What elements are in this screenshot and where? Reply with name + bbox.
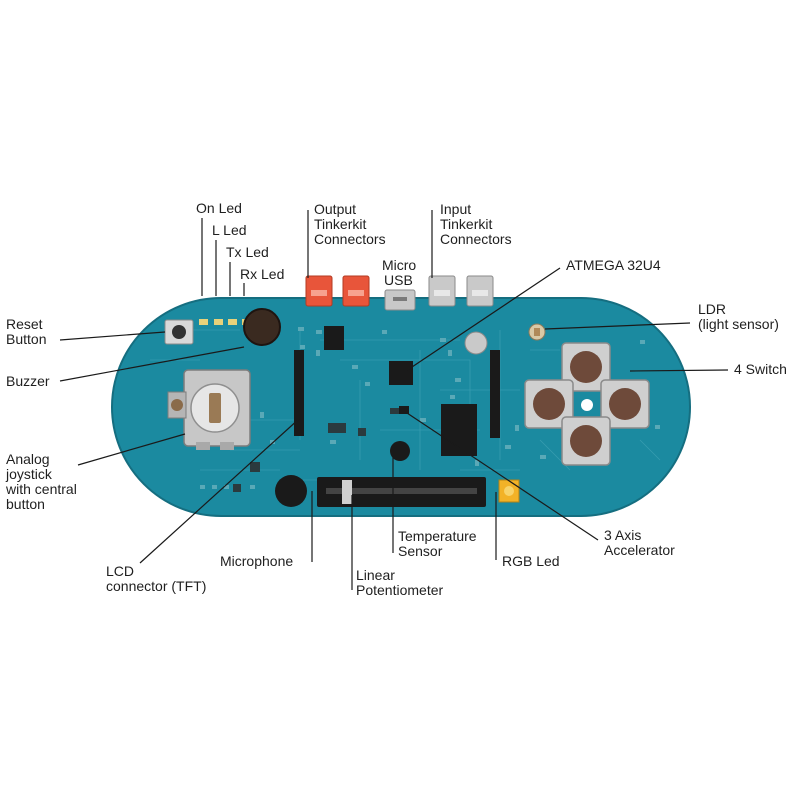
label-temperature-sensor: Temperature Sensor [398, 528, 480, 559]
label-input-tinkerkit: Input Tinkerkit Connectors [440, 201, 512, 247]
label-reset-button: Reset Button [6, 316, 46, 347]
label-microphone: Microphone [220, 553, 293, 569]
labels: On Led L Led Tx Led Rx Led Output Tinker… [5, 200, 787, 598]
dark-components [233, 408, 400, 492]
input-tinkerkit-connectors [428, 275, 494, 307]
label-lcd-connector: LCD connector (TFT) [106, 563, 206, 594]
icsp-header [324, 326, 344, 350]
ldr-sensor [528, 323, 546, 341]
buzzer [243, 308, 281, 346]
temperature-sensor [390, 441, 410, 461]
reset-button [164, 319, 194, 345]
output-tinkerkit-connectors [305, 275, 370, 307]
microphone [275, 475, 307, 507]
label-on-led: On Led [196, 200, 242, 216]
switch-center-dot [581, 399, 593, 411]
linear-potentiometer [317, 477, 486, 507]
label-atmega: ATMEGA 32U4 [566, 257, 661, 273]
label-linear-potentiometer: Linear Potentiometer [356, 567, 443, 598]
label-analog-joystick: Analog joystick with central button [5, 451, 81, 512]
label-output-tinkerkit: Output Tinkerkit Connectors [314, 201, 386, 247]
label-buzzer: Buzzer [6, 373, 50, 389]
atmega-chip [389, 361, 413, 385]
label-micro-usb: Micro USB [382, 257, 420, 288]
on-led [199, 319, 208, 325]
switch-bottom [561, 416, 611, 466]
label-l-led: L Led [212, 222, 247, 238]
leader-lines [59, 210, 729, 590]
label-rx-led: Rx Led [240, 266, 284, 282]
label-rgb-led: RGB Led [502, 553, 560, 569]
label-tx-led: Tx Led [226, 244, 269, 260]
capacitor [464, 331, 488, 355]
label-four-switch: 4 Switch [734, 361, 787, 377]
switch-cluster [524, 342, 650, 466]
lcd-connector-header [294, 350, 304, 436]
analog-joystick [167, 369, 251, 450]
micro-usb-connector [384, 289, 416, 311]
label-accelerometer: 3 Axis Accelerator [604, 527, 675, 558]
tx-led [228, 319, 237, 325]
switch-top [561, 342, 611, 392]
switch-right [600, 379, 650, 429]
l-led [214, 319, 223, 325]
accelerometer-chip [399, 406, 409, 414]
circuit-board [111, 297, 691, 517]
rgb-led [498, 479, 520, 503]
switch-left [524, 379, 574, 429]
label-ldr: LDR (light sensor) [698, 301, 779, 332]
pin-header-right [490, 350, 500, 438]
